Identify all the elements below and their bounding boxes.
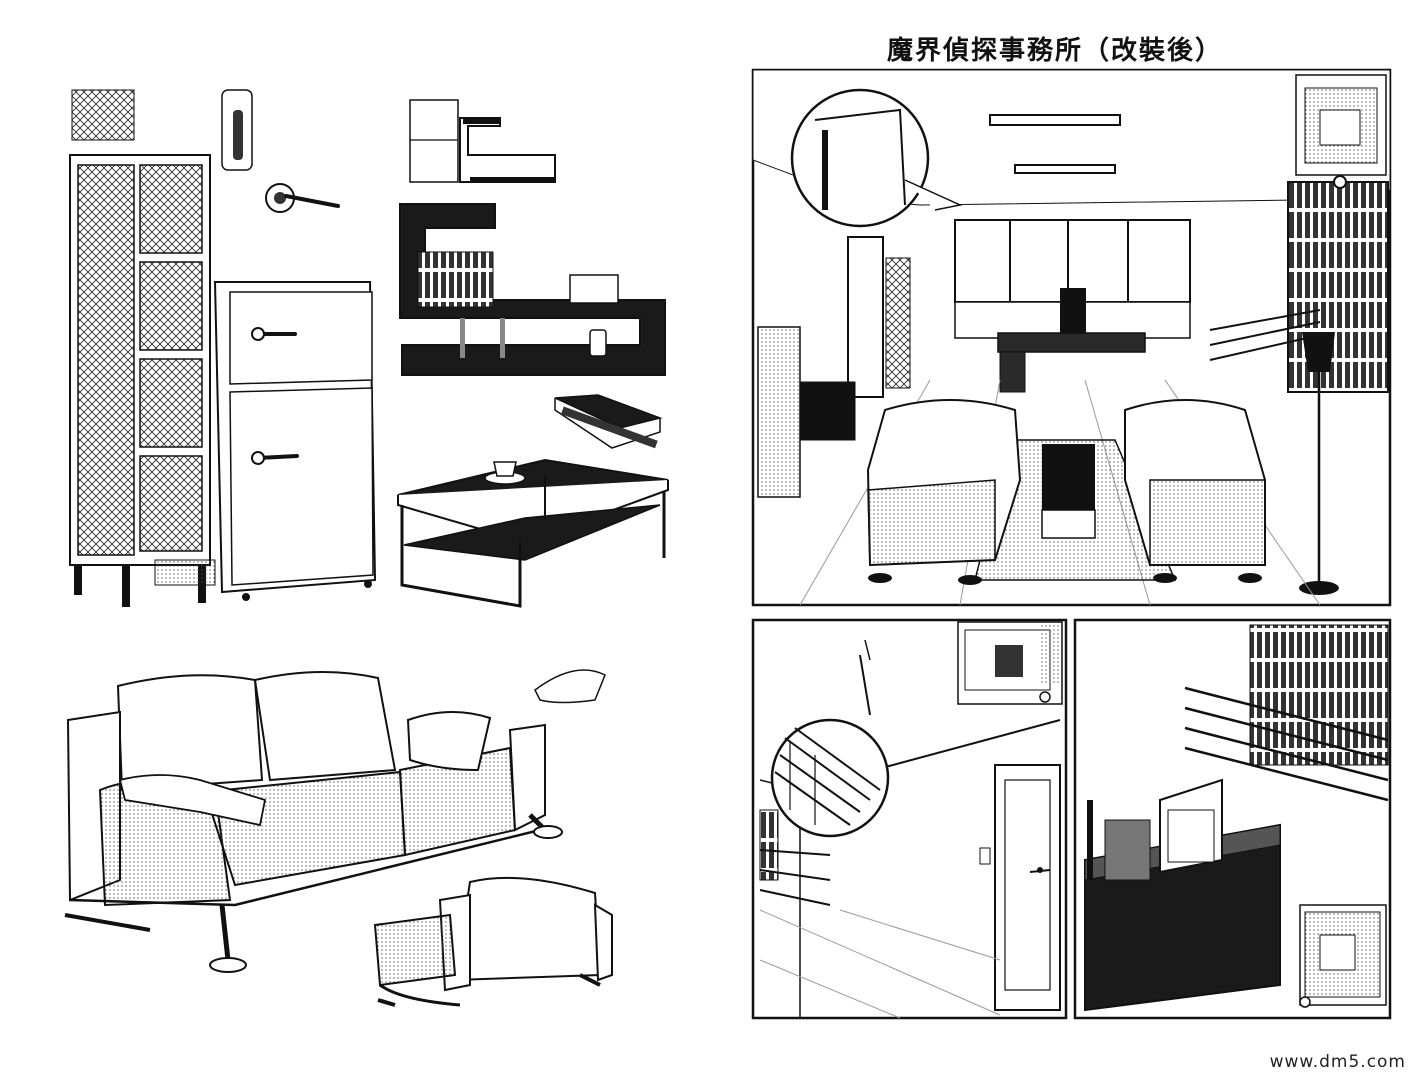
small-shelf-illustration	[409, 99, 556, 183]
page-title: 魔界偵探事務所（改裝後）	[886, 36, 1223, 66]
refrigerator-illustration	[154, 281, 377, 601]
armchair-illustration	[373, 876, 613, 1007]
door-handle-illustration	[221, 89, 340, 213]
small-table-illustration	[554, 394, 663, 449]
bookshelf-illustration	[399, 203, 666, 376]
locker-illustration	[69, 89, 211, 607]
watermark: www.dm5.com	[1269, 1052, 1406, 1072]
stairs-corridor-panel	[751, 618, 1068, 1020]
sofa-illustration	[64, 669, 606, 973]
desk-corner-panel	[1073, 618, 1392, 1020]
coffee-table-illustration	[397, 458, 669, 608]
office-interior-panel	[751, 68, 1392, 607]
